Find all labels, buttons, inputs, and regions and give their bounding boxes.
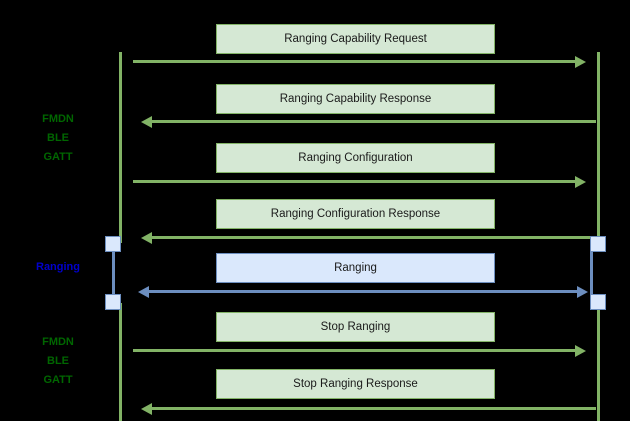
- message-arrow-head-5-left: [138, 285, 149, 298]
- message-arrow-line-4: [152, 236, 596, 239]
- right-lifeline-lower: [597, 303, 600, 421]
- left-activation-node-end: [105, 294, 121, 310]
- message-box-stop-ranging: Stop Ranging: [216, 312, 495, 342]
- left-activation-node-start: [105, 236, 121, 252]
- message-arrow-line-6: [133, 349, 577, 352]
- right-lifeline: [597, 52, 600, 243]
- message-arrow-line-5: [149, 290, 579, 293]
- message-arrow-head-5-right: [577, 285, 588, 298]
- left-lifeline: [119, 52, 122, 243]
- right-activation-bar: [590, 244, 593, 302]
- phase-label-fmdn-ble-gatt-bottom: FMDN BLE GATT: [42, 336, 74, 386]
- left-lifeline-lower: [119, 303, 122, 421]
- message-box-ranging-capability-request: Ranging Capability Request: [216, 24, 495, 54]
- phase-label-fmdn-ble-gatt-top: FMDN BLE GATT: [42, 113, 74, 163]
- message-box-ranging: Ranging: [216, 253, 495, 283]
- message-box-ranging-configuration: Ranging Configuration: [216, 143, 495, 173]
- message-arrow-head-3: [575, 175, 586, 188]
- message-box-ranging-capability-response: Ranging Capability Response: [216, 84, 495, 114]
- message-box-ranging-configuration-response: Ranging Configuration Response: [216, 199, 495, 229]
- message-arrow-head-2: [141, 115, 152, 128]
- right-activation-node-start: [590, 236, 606, 252]
- right-activation-node-end: [590, 294, 606, 310]
- message-arrow-line-1: [133, 60, 577, 63]
- message-arrow-head-4: [141, 231, 152, 244]
- message-arrow-head-6: [575, 344, 586, 357]
- left-activation-bar: [112, 244, 115, 302]
- message-arrow-line-3: [133, 180, 577, 183]
- message-arrow-head-1: [575, 55, 586, 68]
- message-arrow-line-7: [152, 407, 596, 410]
- message-arrow-line-2: [152, 120, 596, 123]
- message-arrow-head-7: [141, 402, 152, 415]
- phase-label-ranging: Ranging: [36, 261, 80, 273]
- message-box-stop-ranging-response: Stop Ranging Response: [216, 369, 495, 399]
